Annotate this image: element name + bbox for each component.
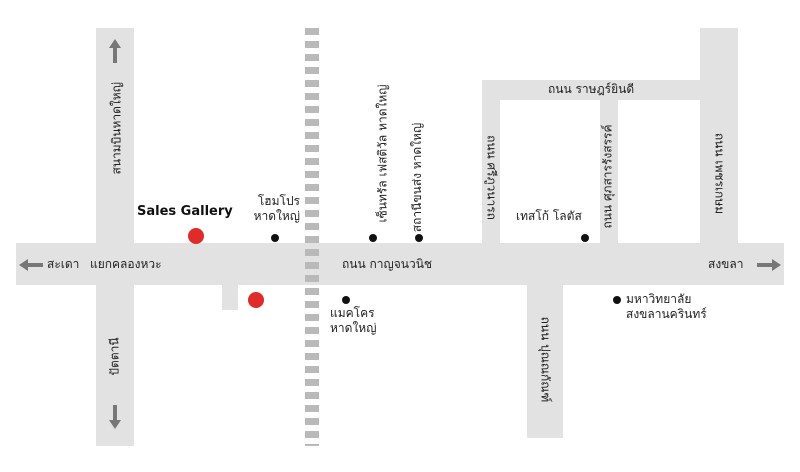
tesco-lotus-marker [581,234,589,242]
road-pukmontri [527,280,563,438]
arrow-up-icon [109,39,121,63]
makro-marker [342,296,350,304]
label-homepro: โฮมโปร หาดใหญ่ [253,194,300,223]
road-small-stub [222,284,238,310]
sales-gallery-marker [188,228,204,244]
bus-terminal-marker [415,234,423,242]
label-pukmontri-road: ถนน ปุณณกัณฑ์ [538,316,553,403]
label-sriphuwanart-road: ถนน ศรีภูวนารถ [484,135,499,220]
label-kanjanavanich-road: ถนน กาญจนวนิช [342,257,433,271]
road-left-vertical [96,28,134,446]
homepro-marker [271,234,279,242]
psu-marker [613,296,621,304]
label-psu: มหาวิทยาลัย สงขลานครินทร์ [626,292,707,321]
sales-gallery-marker-2 [248,292,264,308]
label-ratchayindee-road: ถนน ราษฎร์ยินดี [548,82,635,96]
road-ratchayindee [482,80,718,100]
label-makro: แมคโคร หาดใหญ่ [330,306,377,335]
railway-line [305,28,319,446]
label-bus-terminal: สถานีขนส่ง หาดใหญ่ [410,122,424,233]
road-supasarnrangsan [600,95,618,250]
road-sriphuwanart [482,80,500,250]
label-pattani: ปัตตานี [107,337,122,376]
road-petchkasem [700,28,738,250]
label-hatyai-airport: สนามบินหาดใหญ่ [109,82,124,175]
arrow-left-icon [19,259,43,271]
label-khlonghae-junction: แยกคลองหวะ [90,257,162,271]
label-sadao: สะเดา [47,257,80,271]
arrow-right-icon [757,259,781,271]
main-road-horizontal [16,243,784,285]
arrow-down-icon [109,405,121,429]
label-songkhla: สงขลา [708,257,744,271]
label-supasarnrangsan-road: ถนน ศุภสารรังสรรค์ [600,124,615,229]
label-tesco-lotus: เทสโก้ โลตัส [516,209,582,223]
label-sales-gallery: Sales Gallery [137,204,233,219]
label-central-festival: เซ็นทรัล เฟสติวัล หาดใหญ่ [375,84,390,223]
label-petchkasem-road: ถนน เพชรเกษม [712,132,727,215]
central-festival-marker [369,234,377,242]
